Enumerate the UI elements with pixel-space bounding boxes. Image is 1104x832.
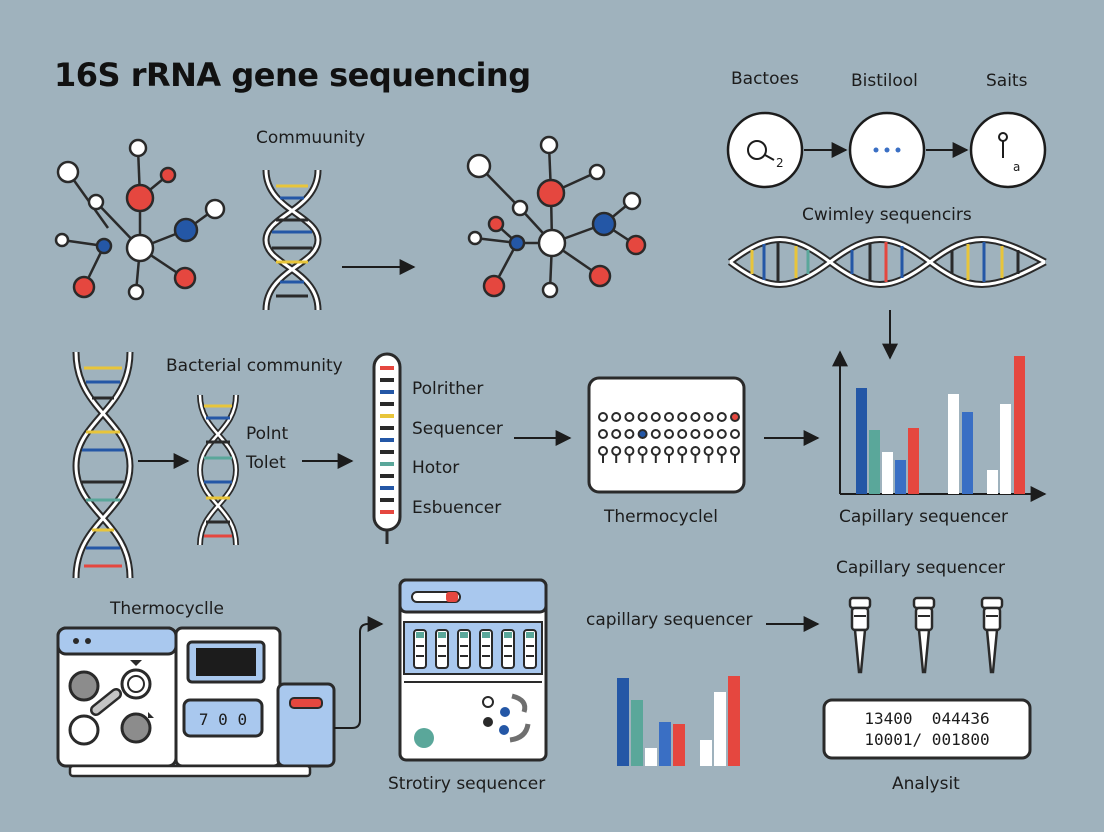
sequencer-icon <box>398 578 548 762</box>
plate-well <box>730 446 740 456</box>
label-bacterial-community: Bacterial community <box>166 356 343 376</box>
plate-well <box>703 429 714 439</box>
pipette-body <box>850 606 870 632</box>
pipette-head <box>980 596 1004 610</box>
pipette-body <box>914 606 934 632</box>
bar-chart-icon <box>617 676 740 766</box>
saits-circle <box>969 111 1047 189</box>
plate-well <box>598 446 608 456</box>
plate-well <box>730 429 740 439</box>
plate-well <box>716 412 727 422</box>
plate-well <box>690 429 701 439</box>
sequencer-tube <box>501 629 515 669</box>
gel-strip-icon <box>372 352 402 544</box>
plate-well <box>637 412 648 422</box>
sequencer-tube-cap <box>438 632 446 638</box>
label-bistilool: Bistilool <box>851 71 918 91</box>
sequencer-tube-cap <box>482 632 490 638</box>
bar-chart-icon <box>832 350 1047 502</box>
bactoes-circle <box>726 111 804 189</box>
sequencer-tube <box>479 629 493 669</box>
plate-well <box>716 429 727 439</box>
sequencer-tube <box>435 629 449 669</box>
sequencer-tube-cap <box>526 632 534 638</box>
label-analysit: Analysit <box>892 774 960 794</box>
plate-well <box>611 446 622 456</box>
arrow-icon <box>334 616 384 729</box>
plate-well <box>677 412 688 422</box>
dna-helix-icon <box>262 169 322 311</box>
label-capillary-right: Capillary sequencer <box>836 558 1006 578</box>
instrument-display: 7 0 0 <box>199 710 247 729</box>
plate-well <box>703 446 714 456</box>
plate-well <box>637 429 648 439</box>
readout-row-1: 13400 044436 <box>864 709 989 728</box>
sequencer-tube-cap <box>416 632 424 638</box>
plate-well <box>637 446 648 456</box>
dna-helix-icon <box>72 351 134 579</box>
label-strotiry: Strotiry sequencer <box>388 774 546 794</box>
molecule-icon <box>54 138 226 301</box>
pipette-icon <box>848 596 1004 674</box>
label-cwimley: Cwimley sequencirs <box>802 205 972 225</box>
plate-well <box>598 429 608 439</box>
sequencer-tube-cap <box>460 632 468 638</box>
plate-well <box>650 412 661 422</box>
pipette-head <box>912 596 936 610</box>
pipette-head <box>848 596 872 610</box>
sequencer-tube <box>413 629 427 669</box>
label-saits: Saits <box>986 71 1028 91</box>
thermocycler-machine <box>56 626 336 778</box>
label-thermocycle-bottom: Thermocyclle <box>110 599 224 619</box>
plate-well <box>677 446 688 456</box>
sequencer-tube <box>523 629 537 669</box>
label-sequencer: Sequencer <box>412 419 503 439</box>
pipette-tip <box>917 628 931 674</box>
sequencer-tube-cap <box>504 632 512 638</box>
readout-panel <box>822 698 1032 760</box>
thermocycler-icon <box>587 376 746 494</box>
plate-well <box>624 412 635 422</box>
label-tolet: Tolet <box>246 453 286 473</box>
molecule-icon <box>466 135 647 299</box>
plate-well <box>664 412 674 422</box>
label-thermocycle-mid: Thermocyclel <box>604 507 718 527</box>
plate-well <box>611 429 622 439</box>
pipette-tip <box>853 628 867 674</box>
page-title: 16S rRNA gene sequencing <box>54 56 531 94</box>
circle3-text: a <box>1013 160 1020 174</box>
plate-well <box>598 412 608 422</box>
plate-well <box>664 429 674 439</box>
plate-well <box>703 412 714 422</box>
plate-well <box>664 446 674 456</box>
circle1-text: 2 <box>776 156 784 170</box>
label-capillary-mid: Capillary sequencer <box>839 507 1009 527</box>
plate-well <box>611 412 622 422</box>
sequencer-tube <box>457 629 471 669</box>
label-community: Commuunity <box>256 128 366 148</box>
readout-row-2: 10001/ 001800 <box>864 730 989 749</box>
plate-well <box>690 446 701 456</box>
label-polnt: Polnt <box>246 424 289 444</box>
label-esbuencer: Esbuencer <box>412 498 502 518</box>
label-bactoes: Bactoes <box>731 69 799 89</box>
dna-helix-icon <box>727 236 1047 288</box>
dna-helix-icon <box>196 394 240 546</box>
plate-well <box>730 412 740 422</box>
bistilool-circle <box>848 111 926 189</box>
label-capillary-lower: capillary sequencer <box>586 610 753 630</box>
label-polrither: Polrither <box>412 379 484 399</box>
plate-well <box>624 446 635 456</box>
plate-well <box>650 446 661 456</box>
plate-well <box>677 429 688 439</box>
plate-well <box>690 412 701 422</box>
pipette-body <box>982 606 1002 632</box>
pipette-tip <box>985 628 999 674</box>
plate-well <box>624 429 635 439</box>
label-hotor: Hotor <box>412 458 460 478</box>
plate-well <box>716 446 727 456</box>
plate-well <box>650 429 661 439</box>
